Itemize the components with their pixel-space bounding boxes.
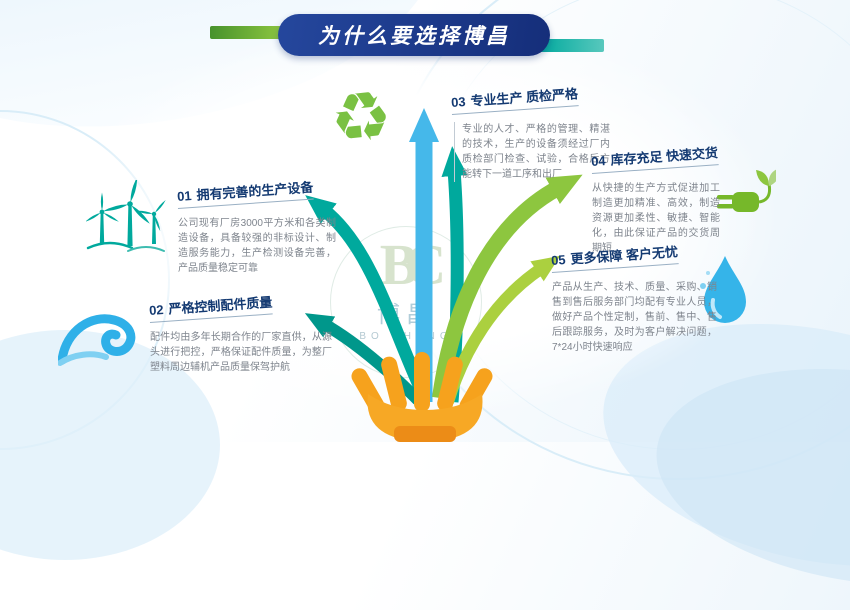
section-02-body: 配件均由多年长期合作的厂家直供，从源头进行把控，严格保证配件质量，为整厂塑料周边… [150,332,332,373]
watermark-name-en: BO CHENG [359,331,453,342]
title-banner: 为什么要选择博昌 [190,14,660,60]
watermark-name-cn: 博昌 [377,301,435,327]
banner-box: 为什么要选择博昌 [278,14,550,56]
recycle-icon: ♻ [318,74,404,162]
wind-turbine-icon [85,176,166,254]
page-title: 为什么要选择博昌 [318,25,510,48]
wave-icon [57,304,140,368]
hand-icon [351,352,493,442]
section-04-body: 从快捷的生产方式促进加工制造更加精准、高效，制造资源更加柔性、敏捷、智能化，由此… [592,183,720,254]
section-01-body: 公司现有厂房3000平方米和各类制造设备，具备较强的非标设计、制造服务能力，生产… [178,218,336,274]
eco-plug-icon [712,156,780,224]
section-02-number: 02 [148,302,165,319]
section-03-body: 专业的人才、严格的管理、精湛的技术，生产的设备须经过厂内质检部门检查、试验，合格… [454,122,610,182]
section-03-title-text: 专业生产 质检严格 [470,86,579,109]
section-03-number: 03 [450,94,467,111]
section-05-body: 产品从生产、技术、质量、采购、销售到售后服务部门均配有专业人员，做好产品个性定制… [552,282,717,353]
watermark-monogram: BC [379,232,447,297]
section-01-title-text: 拥有完善的生产设备 [196,179,314,203]
section-04-number: 04 [590,153,607,170]
section-04-title-text: 库存充足 快速交货 [610,145,719,168]
section-05-number: 05 [550,252,567,269]
section-05-title-text: 更多保障 客户无忧 [570,244,679,267]
banner-accent-right [538,39,604,52]
water-drop-icon [697,252,751,332]
section-01-number: 01 [176,188,193,205]
section-02-title-text: 严格控制配件质量 [168,294,273,317]
banner-accent-left [210,26,282,39]
open-hand-graphic [338,352,513,442]
recycle-glyph: ♻ [326,77,396,159]
